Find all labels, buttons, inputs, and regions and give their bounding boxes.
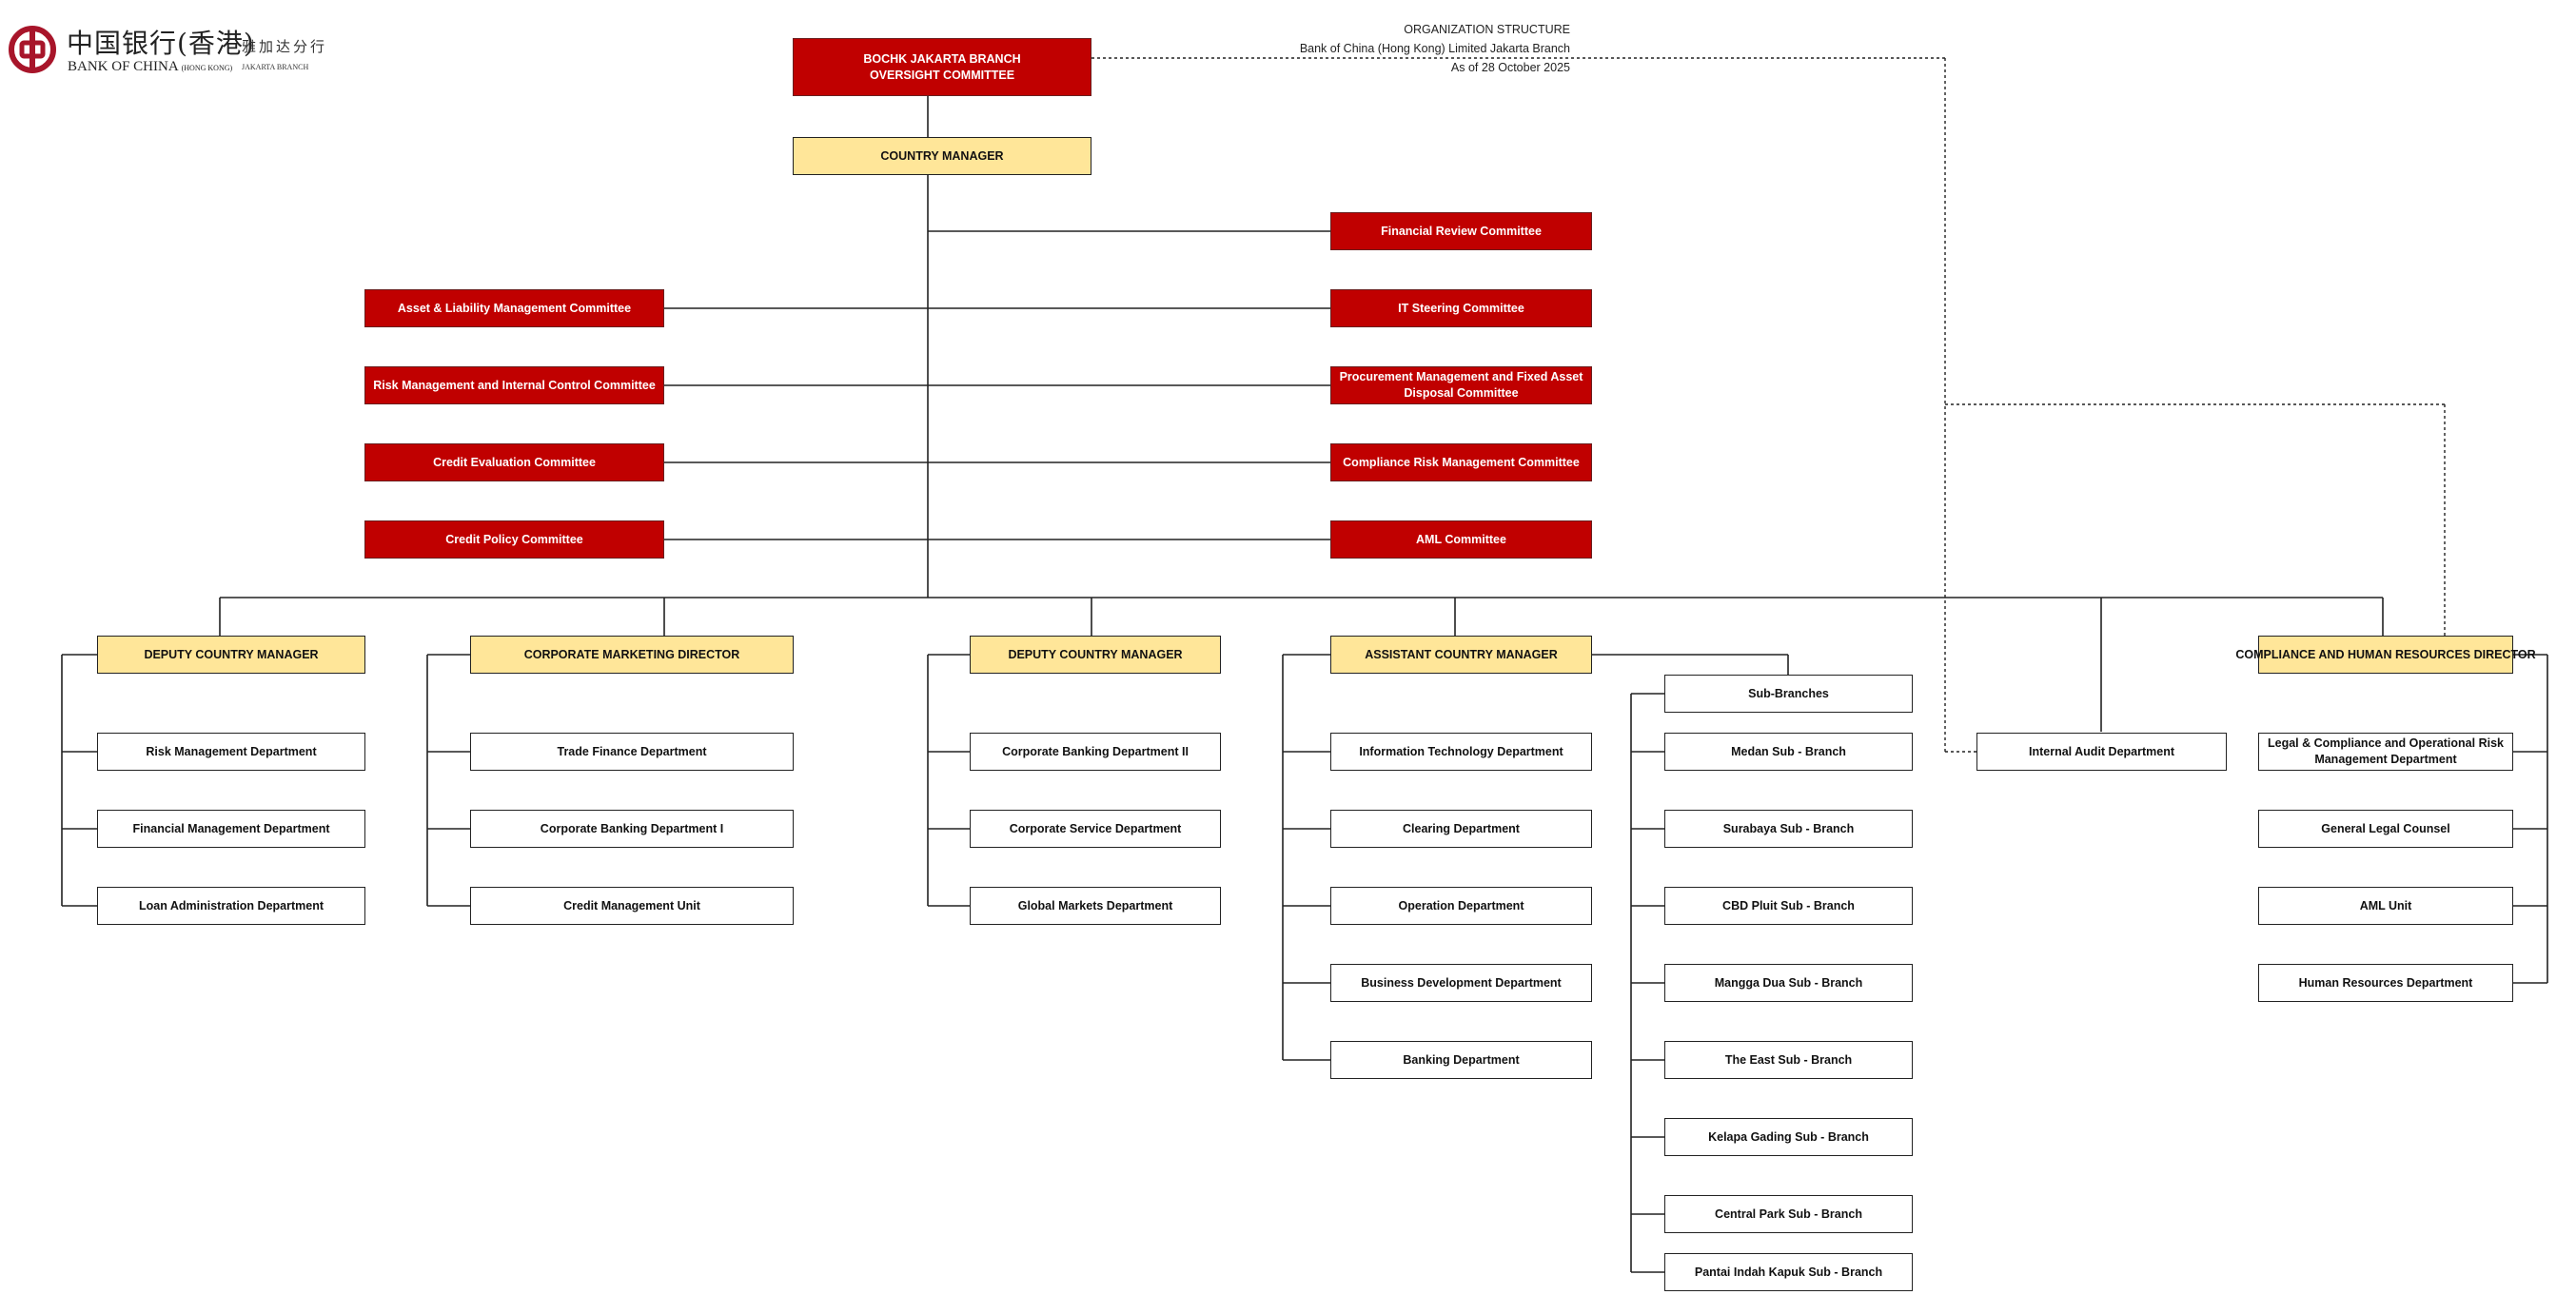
dept-corporate-banking-2: Corporate Banking Department II [970,733,1221,771]
boc-emblem-icon [9,26,56,73]
dept-human-resources: Human Resources Department [2258,964,2513,1002]
sub-branch-medan: Medan Sub - Branch [1664,733,1913,771]
dept-loan-administration: Loan Administration Department [97,887,365,925]
logo-chinese-name: 中国银行(香港) [67,28,255,59]
deputy-country-manager-2: DEPUTY COUNTRY MANAGER [970,636,1221,674]
committee-credit-evaluation: Credit Evaluation Committee [364,443,664,481]
dept-information-technology: Information Technology Department [1330,733,1592,771]
logo-english-bank: BANK OF CHINA [68,59,178,74]
committee-procurement: Procurement Management and Fixed Asset D… [1330,366,1592,404]
dept-business-development: Business Development Department [1330,964,1592,1002]
dept-clearing: Clearing Department [1330,810,1592,848]
sub-branch-surabaya: Surabaya Sub - Branch [1664,810,1913,848]
header-entity: Bank of China (Hong Kong) Limited Jakart… [1299,42,1570,55]
sub-branch-cbd-pluit: CBD Pluit Sub - Branch [1664,887,1913,925]
dept-corporate-service: Corporate Service Department [970,810,1221,848]
sub-branch-pantai-indah-kapuk: Pantai Indah Kapuk Sub - Branch [1664,1253,1913,1291]
dept-financial-management: Financial Management Department [97,810,365,848]
committee-risk-internal-control: Risk Management and Internal Control Com… [364,366,664,404]
country-manager-box: COUNTRY MANAGER [793,137,1091,175]
deputy-country-manager-1: DEPUTY COUNTRY MANAGER [97,636,365,674]
oversight-committee-box: BOCHK JAKARTA BRANCH OVERSIGHT COMMITTEE [793,38,1091,96]
logo-chinese-branch: 雅加达分行 [242,38,328,55]
dept-risk-management: Risk Management Department [97,733,365,771]
dept-global-markets: Global Markets Department [970,887,1221,925]
sub-branch-the-east: The East Sub - Branch [1664,1041,1913,1079]
sub-branch-mangga-dua: Mangga Dua Sub - Branch [1664,964,1913,1002]
assistant-country-manager: ASSISTANT COUNTRY MANAGER [1330,636,1592,674]
dept-banking: Banking Department [1330,1041,1592,1079]
committee-aml: AML Committee [1330,520,1592,559]
compliance-hr-director: COMPLIANCE AND HUMAN RESOURCES DIRECTOR [2235,636,2536,674]
sub-branch-central-park: Central Park Sub - Branch [1664,1195,1913,1233]
corporate-marketing-director: CORPORATE MARKETING DIRECTOR [470,636,794,674]
committee-asset-liability: Asset & Liability Management Committee [364,289,664,327]
header-date: As of 28 October 2025 [1450,61,1570,74]
committee-credit-policy: Credit Policy Committee [364,520,664,559]
logo-english-name: BANK OF CHINA (HONG KONG) [68,59,232,75]
logo-english-region: (HONG KONG) [181,64,233,72]
sub-branch-kelapa-gading: Kelapa Gading Sub - Branch [1664,1118,1913,1156]
dept-aml-unit: AML Unit [2258,887,2513,925]
dept-trade-finance: Trade Finance Department [470,733,794,771]
dept-legal-compliance: Legal & Compliance and Operational Risk … [2258,733,2513,771]
dept-credit-management: Credit Management Unit [470,887,794,925]
dept-general-legal-counsel: General Legal Counsel [2258,810,2513,848]
logo-english-branch: JAKARTA BRANCH [242,63,309,71]
sub-branches-header: Sub-Branches [1664,675,1913,713]
committee-compliance-risk: Compliance Risk Management Committee [1330,443,1592,481]
dept-operation: Operation Department [1330,887,1592,925]
header-title: ORGANIZATION STRUCTURE [1404,23,1570,36]
dept-corporate-banking-1: Corporate Banking Department I [470,810,794,848]
committee-financial-review: Financial Review Committee [1330,212,1592,250]
committee-it-steering: IT Steering Committee [1330,289,1592,327]
dept-internal-audit: Internal Audit Department [1976,733,2227,771]
bank-logo: 中国银行(香港) 雅加达分行 BANK OF CHINA (HONG KONG)… [8,21,324,78]
